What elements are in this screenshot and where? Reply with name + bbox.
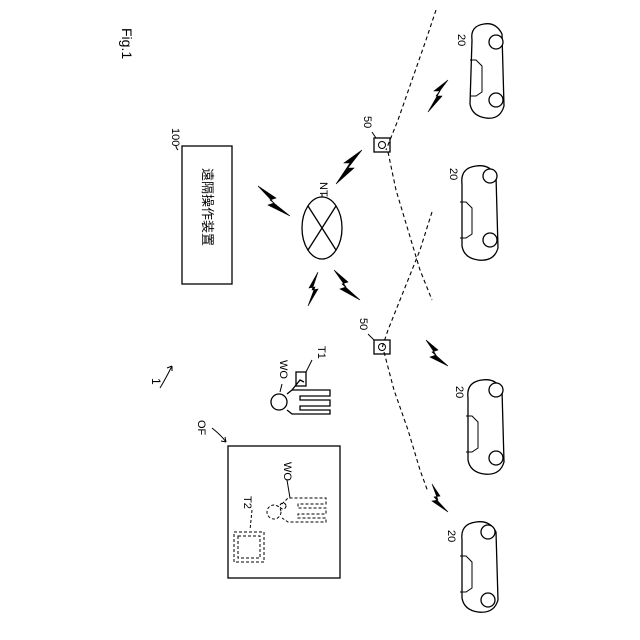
terminal-t2-ref: T2 (241, 496, 253, 509)
field-operator: WO T1 (271, 346, 330, 414)
remote-device-name: 遠隔操作装置 (200, 168, 215, 246)
figure-title: Fig.1 (119, 28, 135, 59)
vehicle: 20 (455, 24, 504, 119)
remote-operation-device: 遠隔操作装置 100 (169, 128, 232, 284)
vehicle-ref: 20 (445, 530, 457, 542)
office: OF T2 WO (195, 420, 340, 578)
system-ref: 1 (149, 378, 163, 385)
wireless-link-icon (336, 150, 362, 184)
wireless-link-icon (426, 340, 448, 366)
roadside-unit: 50 (357, 318, 390, 354)
wireless-link-icon (428, 80, 448, 112)
network-label: NT (317, 182, 329, 197)
roadside-unit-ref: 50 (361, 116, 373, 128)
field-operator-ref: WO (277, 360, 289, 379)
wireless-link-icon (258, 186, 290, 216)
vehicle: 20 (445, 522, 498, 613)
network-node: NT (302, 182, 342, 259)
wireless-links (258, 80, 448, 512)
vehicle-ref: 20 (453, 386, 465, 398)
terminal-t1-ref: T1 (315, 346, 327, 359)
remote-device-ref: 100 (169, 128, 181, 146)
vehicle-ref: 20 (447, 168, 459, 180)
system-label: 1 (149, 366, 172, 388)
office-operator-ref: WO (281, 462, 293, 481)
road-lines (382, 10, 436, 492)
vehicle: 20 (447, 166, 498, 261)
wireless-link-icon (308, 272, 318, 306)
vehicle-ref: 20 (455, 34, 467, 46)
wireless-link-icon (334, 270, 360, 300)
roadside-unit-ref: 50 (357, 318, 369, 330)
roadside-unit: 50 (361, 116, 390, 152)
office-ref: OF (195, 420, 207, 436)
wireless-link-icon (432, 484, 448, 512)
vehicle: 20 (453, 380, 504, 475)
